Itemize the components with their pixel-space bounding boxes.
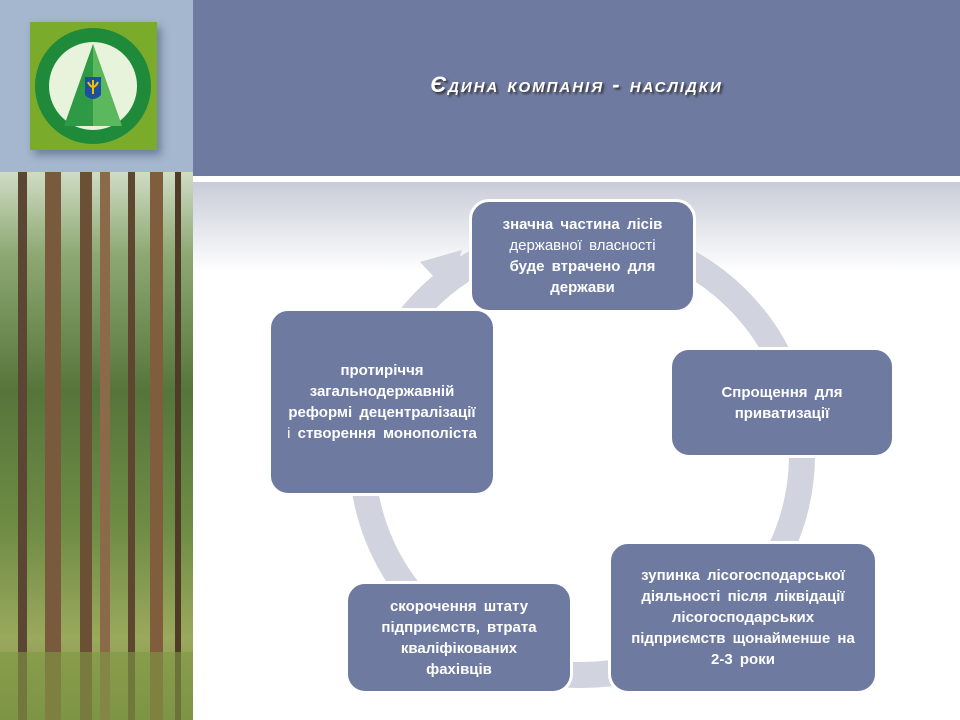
forest-photo [0,172,193,720]
logo-panel [0,0,193,172]
cycle-box-staff-cuts: скорочення штату підприємств, втрата ква… [345,581,573,694]
box-text: протиріччя загальнодержавній реформі дец… [288,362,476,421]
header-bar: Єдина компанія - наслідки [193,0,960,176]
agency-logo [30,22,157,150]
cycle-arrow-icon [420,250,462,292]
box-text: буде втрачено для держави [509,258,656,296]
box-text: Спрощення для приватизації [721,383,843,422]
box-text: зупинка лісогосподарської діяльності піс… [631,567,855,668]
cycle-box-monopoly: протиріччя загальнодержавній реформі дец… [268,308,496,496]
box-text: значна частина лісів [502,216,663,233]
slide-title: Єдина компанія - наслідки [430,72,723,97]
box-text: скорочення штату підприємств, втрата ква… [381,597,537,678]
box-text: створення монополіста [297,425,477,442]
box-text: державної власності [509,237,656,254]
cycle-box-privatization: Спрощення для приватизації [669,347,895,458]
cycle-box-forest-loss: значна частина лісів державної власності б… [469,199,696,313]
box-text: і [287,425,291,442]
cycle-box-activity-stop: зупинка лісогосподарської діяльності піс… [608,541,878,694]
